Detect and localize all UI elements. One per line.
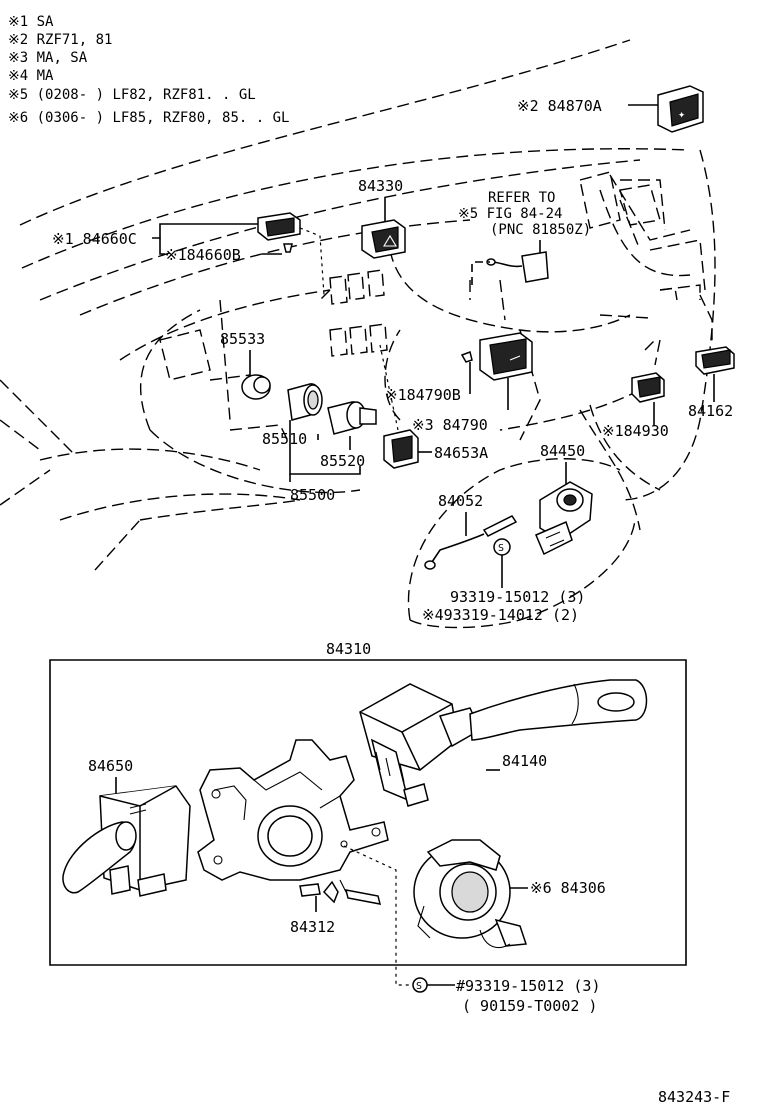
legend-line-2: ※2 RZF71, 81 [8, 32, 112, 48]
label-90159: ( 90159-T0002 ) [462, 997, 597, 1015]
part-84162: 84162 [688, 346, 735, 420]
part-84870a: ✦ ※2 84870A [517, 85, 704, 133]
part-ignition-group: 84450 84052 S 93319-15012 (3) ※493319-14… [422, 442, 593, 624]
label-85510: 85510 [262, 430, 307, 448]
dashboard-outline [0, 39, 716, 629]
part-84330: 84330 [358, 177, 406, 259]
svg-text:S: S [498, 543, 504, 554]
label-93319-a: 93319-15012 (3) [450, 588, 585, 606]
label-84653a: 84653A [434, 444, 488, 462]
label-93319-c: #93319-15012 (3) [456, 977, 601, 995]
label-84330: 84330 [358, 177, 403, 195]
legend-line-1: ※1 SA [8, 14, 54, 30]
label-84162: 84162 [688, 402, 733, 420]
legend-line-5: ※5 (0208- ) LF82, RZF81. . GL [8, 87, 256, 103]
label-84870a: ※2 84870A [517, 97, 602, 115]
refer-line-1: REFER TO [488, 190, 555, 206]
label-85520: 85520 [320, 452, 365, 470]
label-93319-b: ※493319-14012 (2) [422, 606, 579, 624]
label-84450: 84450 [540, 442, 585, 460]
part-84653a: 84653A [379, 344, 488, 469]
part-85500-group: 85510 85520 85500 [262, 383, 377, 504]
label-84790: ※3 84790 [412, 416, 488, 434]
svg-text:✦: ✦ [678, 107, 685, 121]
refer-line-3: (PNC 81850Z) [490, 222, 591, 238]
label-84310: 84310 [326, 640, 371, 658]
label-84790b: ※184790B [385, 386, 461, 404]
refer-line-2: ※5 FIG 84-24 [458, 206, 562, 222]
part-84660: ※1 84660C ※184660B [52, 212, 325, 296]
label-84650: 84650 [88, 757, 133, 775]
legend-line-3: ※3 MA, SA [8, 50, 88, 66]
legend-line-4: ※4 MA [8, 68, 54, 84]
label-84930: ※184930 [602, 422, 669, 440]
label-85500: 85500 [290, 486, 335, 504]
part-85533: 85533 [220, 330, 271, 400]
svg-text:S: S [416, 981, 422, 992]
legend: ※1 SA ※2 RZF71, 81 ※3 MA, SA ※4 MA ※5 (0… [8, 14, 289, 126]
label-84140: 84140 [502, 752, 547, 770]
part-84790: ※184790B ※3 84790 [385, 332, 533, 434]
label-84312: 84312 [290, 918, 335, 936]
label-84660b: ※184660B [165, 246, 241, 264]
label-84306: ※6 84306 [530, 879, 606, 897]
legend-line-6: ※6 (0306- ) LF85, RZF80, 85. . GL [8, 110, 289, 126]
part-84930: ※184930 [602, 372, 669, 440]
diagram-code: 843243-F [658, 1088, 730, 1106]
bolt-note: S #93319-15012 (3) ( 90159-T0002 ) [412, 977, 601, 1015]
refer-note: REFER TO ※5 FIG 84-24 (PNC 81850Z) [458, 190, 591, 285]
label-85533: 85533 [220, 330, 265, 348]
combination-switch-box: 84310 84650 84 [49, 640, 687, 986]
label-84052: 84052 [438, 492, 483, 510]
label-84660c: ※1 84660C [52, 230, 137, 248]
